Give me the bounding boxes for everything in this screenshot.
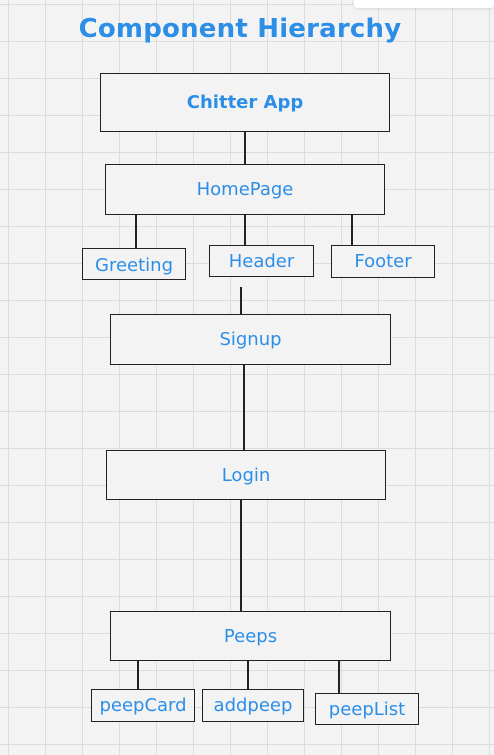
node-peeplist[interactable]: peepList xyxy=(315,693,419,725)
connector-signup-login xyxy=(243,364,245,451)
connector-app-homepage xyxy=(244,131,246,165)
top-panel-edge xyxy=(354,0,494,8)
node-homepage[interactable]: HomePage xyxy=(105,164,385,215)
diagram-title: Component Hierarchy xyxy=(78,14,402,44)
node-signup[interactable]: Signup xyxy=(110,314,391,365)
node-footer[interactable]: Footer xyxy=(331,245,435,278)
connector-login-peeps xyxy=(240,499,242,612)
connector-peeps-peeplist xyxy=(338,660,340,694)
node-login[interactable]: Login xyxy=(106,450,386,500)
connector-homepage-footer xyxy=(351,214,353,246)
node-addpeep[interactable]: addpeep xyxy=(202,689,304,722)
node-header[interactable]: Header xyxy=(209,245,314,277)
connector-homepage-header xyxy=(244,214,246,246)
connector-homepage-greeting xyxy=(135,214,137,249)
node-chitter-app[interactable]: Chitter App xyxy=(100,73,390,132)
node-peepcard[interactable]: peepCard xyxy=(91,689,195,722)
connector-peeps-peepcard xyxy=(137,660,139,690)
node-greeting[interactable]: Greeting xyxy=(82,248,186,280)
node-peeps[interactable]: Peeps xyxy=(110,611,391,661)
connector-header-signup xyxy=(240,287,242,315)
connector-peeps-addpeep xyxy=(247,660,249,690)
